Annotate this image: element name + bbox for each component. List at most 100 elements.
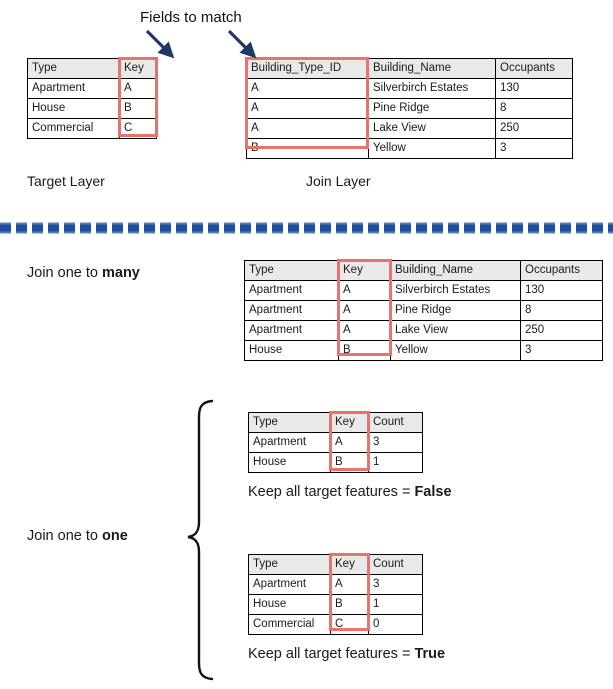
cell-building-type-id: A (246, 78, 369, 99)
column-header: Building_Name (368, 58, 496, 79)
table-row: A Pine Ridge 8 (246, 98, 573, 119)
column-header: Type (248, 412, 331, 433)
cell-building-name: Lake View (390, 320, 521, 341)
table-row: Apartment A Silverbirch Estates 130 (244, 280, 603, 301)
table-row: Commercial C (27, 118, 157, 139)
cell-type: Apartment (244, 300, 339, 321)
column-header: Type (248, 554, 331, 575)
cell-key: A (338, 280, 391, 301)
keep-all-true-label: Keep all target features = True (248, 645, 445, 663)
table-row: House B 1 (248, 594, 423, 615)
cell-key: A (338, 320, 391, 341)
cell-building-name: Yellow (390, 340, 521, 361)
cell-type: Apartment (248, 432, 331, 453)
table-row: Apartment A Pine Ridge 8 (244, 300, 603, 321)
arrow-to-join-key-icon (227, 29, 257, 59)
cell-count: 0 (368, 614, 423, 635)
cell-type: Commercial (248, 614, 331, 635)
table-row: Commercial C 0 (248, 614, 423, 635)
cell-building-type-id: A (246, 98, 369, 119)
cell-type: Apartment (244, 320, 339, 341)
column-header: Key (330, 554, 369, 575)
cell-occupants: 8 (495, 98, 573, 119)
table-row: House B Yellow 3 (244, 340, 603, 361)
cell-type: House (248, 594, 331, 615)
cell-type: Apartment (27, 78, 120, 99)
column-header: Occupants (495, 58, 573, 79)
join-many-bold: many (101, 265, 140, 281)
column-header: Key (338, 260, 391, 281)
cell-key: A (338, 300, 391, 321)
cell-key: A (330, 574, 369, 595)
keep-false-value: False (414, 484, 452, 500)
column-header: Count (368, 412, 423, 433)
column-header: Key (330, 412, 369, 433)
table-header-row: Type Key (27, 58, 157, 79)
column-header: Occupants (520, 260, 603, 281)
cell-type: Apartment (248, 574, 331, 595)
cell-building-name: Silverbirch Estates (390, 280, 521, 301)
table-row: House B 1 (248, 452, 423, 473)
keep-true-value: True (414, 646, 446, 662)
join-one-prefix: Join one to (27, 528, 102, 544)
column-header: Count (368, 554, 423, 575)
cell-key: A (119, 78, 157, 99)
cell-type: House (244, 340, 339, 361)
cell-building-name: Yellow (368, 138, 496, 159)
table-header-row: Type Key Count (248, 554, 423, 575)
cell-key: C (119, 118, 157, 139)
target-layer-table: Type Key Apartment A House B Commercial … (27, 58, 157, 139)
table-row: A Silverbirch Estates 130 (246, 78, 573, 99)
target-layer-caption: Target Layer (27, 173, 105, 189)
cell-occupants: 3 (495, 138, 573, 159)
table-header-row: Building_Type_ID Building_Name Occupants (246, 58, 573, 79)
join-one-bold: one (101, 528, 128, 544)
table-row: Apartment A Lake View 250 (244, 320, 603, 341)
table-row: Apartment A (27, 78, 157, 99)
cell-key: B (119, 98, 157, 119)
cell-count: 1 (368, 452, 423, 473)
one-to-many-result-table: Type Key Building_Name Occupants Apartme… (244, 260, 603, 361)
join-one-to-one-label: Join one to one (27, 527, 128, 545)
column-header: Key (119, 58, 157, 79)
cell-occupants: 3 (520, 340, 603, 361)
table-row: A Lake View 250 (246, 118, 573, 139)
fields-to-match-title: Fields to match (140, 9, 242, 26)
arrow-to-target-key-icon (145, 29, 175, 59)
cell-occupants: 130 (520, 280, 603, 301)
column-header: Building_Name (390, 260, 521, 281)
table-row: B Yellow 3 (246, 138, 573, 159)
cell-key: B (330, 594, 369, 615)
cell-key: C (330, 614, 369, 635)
one-to-one-false-table: Type Key Count Apartment A 3 House B 1 (248, 412, 423, 473)
table-row: Apartment A 3 (248, 432, 423, 453)
cell-key: A (330, 432, 369, 453)
cell-type: Apartment (244, 280, 339, 301)
join-layer-table: Building_Type_ID Building_Name Occupants… (246, 58, 573, 159)
table-header-row: Type Key Count (248, 412, 423, 433)
cell-count: 3 (368, 574, 423, 595)
column-header: Type (27, 58, 120, 79)
cell-building-name: Pine Ridge (368, 98, 496, 119)
cell-occupants: 130 (495, 78, 573, 99)
column-header: Building_Type_ID (246, 58, 369, 79)
table-row: Apartment A 3 (248, 574, 423, 595)
cell-occupants: 8 (520, 300, 603, 321)
cell-building-type-id: B (246, 138, 369, 159)
join-one-to-many-label: Join one to many (27, 264, 140, 282)
keep-all-false-label: Keep all target features = False (248, 483, 452, 501)
cell-building-name: Silverbirch Estates (368, 78, 496, 99)
cell-occupants: 250 (520, 320, 603, 341)
section-divider (0, 222, 613, 234)
cell-count: 1 (368, 594, 423, 615)
cell-type: House (248, 452, 331, 473)
curly-brace (187, 399, 214, 681)
join-many-prefix: Join one to (27, 265, 102, 281)
table-row: House B (27, 98, 157, 119)
join-layer-caption: Join Layer (306, 173, 371, 189)
cell-type: House (27, 98, 120, 119)
cell-building-type-id: A (246, 118, 369, 139)
keep-true-prefix: Keep all target features = (248, 646, 415, 662)
one-to-one-true-table: Type Key Count Apartment A 3 House B 1 C… (248, 554, 423, 635)
cell-key: B (330, 452, 369, 473)
